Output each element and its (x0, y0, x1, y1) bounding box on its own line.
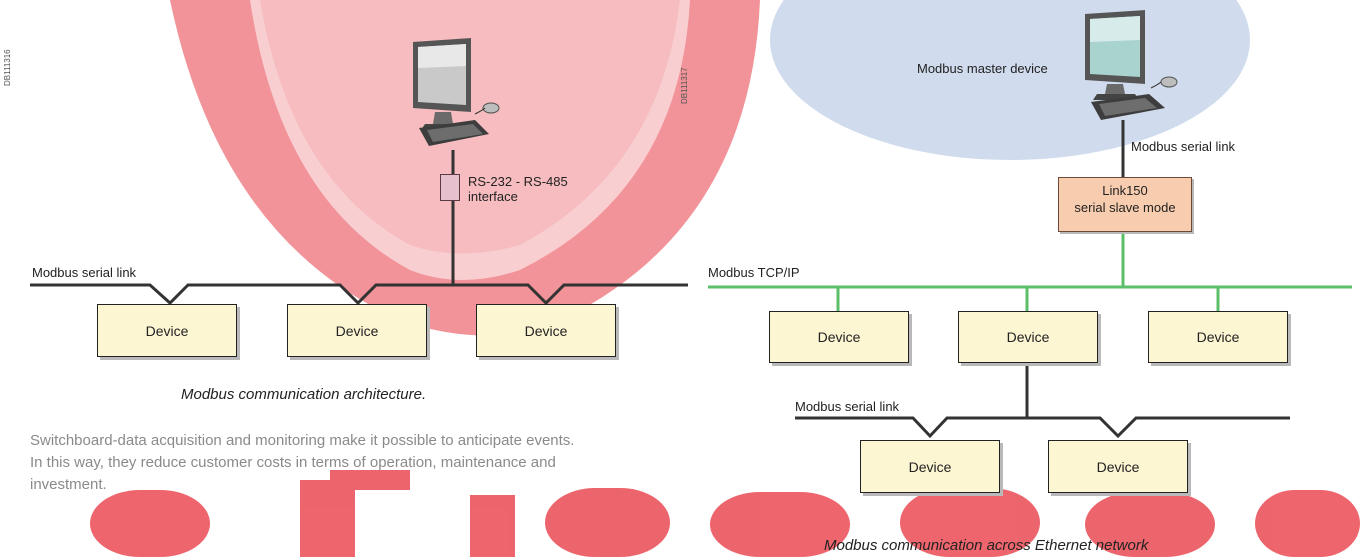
left-caption: Modbus communication architecture. (181, 386, 427, 403)
link150-box: Link150 serial slave mode (1058, 177, 1192, 232)
right-ref-code: DB111317 (680, 67, 689, 104)
right-serial-link-top-label: Modbus serial link (1131, 139, 1236, 154)
rs232-rs485-interface-box (440, 174, 460, 201)
right-computer-icon (1085, 10, 1178, 120)
right-device-2: Device (958, 311, 1098, 363)
left-device-1: Device (97, 304, 237, 357)
paragraph-line-2: In this way, they reduce customer costs … (30, 454, 556, 471)
interface-label-line1: RS-232 - RS-485 (468, 174, 568, 189)
modbus-master-label: Modbus master device (917, 61, 1048, 76)
watermark-red-arc-inner (250, 0, 690, 280)
left-device-3: Device (476, 304, 616, 357)
left-computer-icon (413, 38, 500, 146)
right-device-3: Device (1148, 311, 1288, 363)
right-caption: Modbus communication across Ethernet net… (824, 537, 1149, 554)
interface-label-line2: interface (468, 189, 518, 204)
right-device-1: Device (769, 311, 909, 363)
left-serial-link-label: Modbus serial link (32, 265, 137, 280)
left-ref-code: DB111316 (3, 49, 12, 86)
modbus-tcp-label: Modbus TCP/IP (708, 265, 800, 280)
right-device-5: Device (1048, 440, 1188, 493)
description-paragraph: Switchboard-data acquisition and monitor… (30, 430, 730, 496)
right-serial-link-bottom-label: Modbus serial link (795, 399, 900, 414)
link150-mode-label: serial slave mode (1074, 200, 1176, 215)
watermark-bottom-letters (90, 470, 1360, 557)
left-device-2: Device (287, 304, 427, 357)
right-device-4: Device (860, 440, 1000, 493)
paragraph-line-1: Switchboard-data acquisition and monitor… (30, 432, 575, 449)
right-serial-bus (795, 416, 1290, 439)
link150-label: Link150 (1102, 183, 1148, 198)
left-serial-bus (30, 283, 688, 306)
paragraph-line-3: investment. (30, 476, 107, 493)
